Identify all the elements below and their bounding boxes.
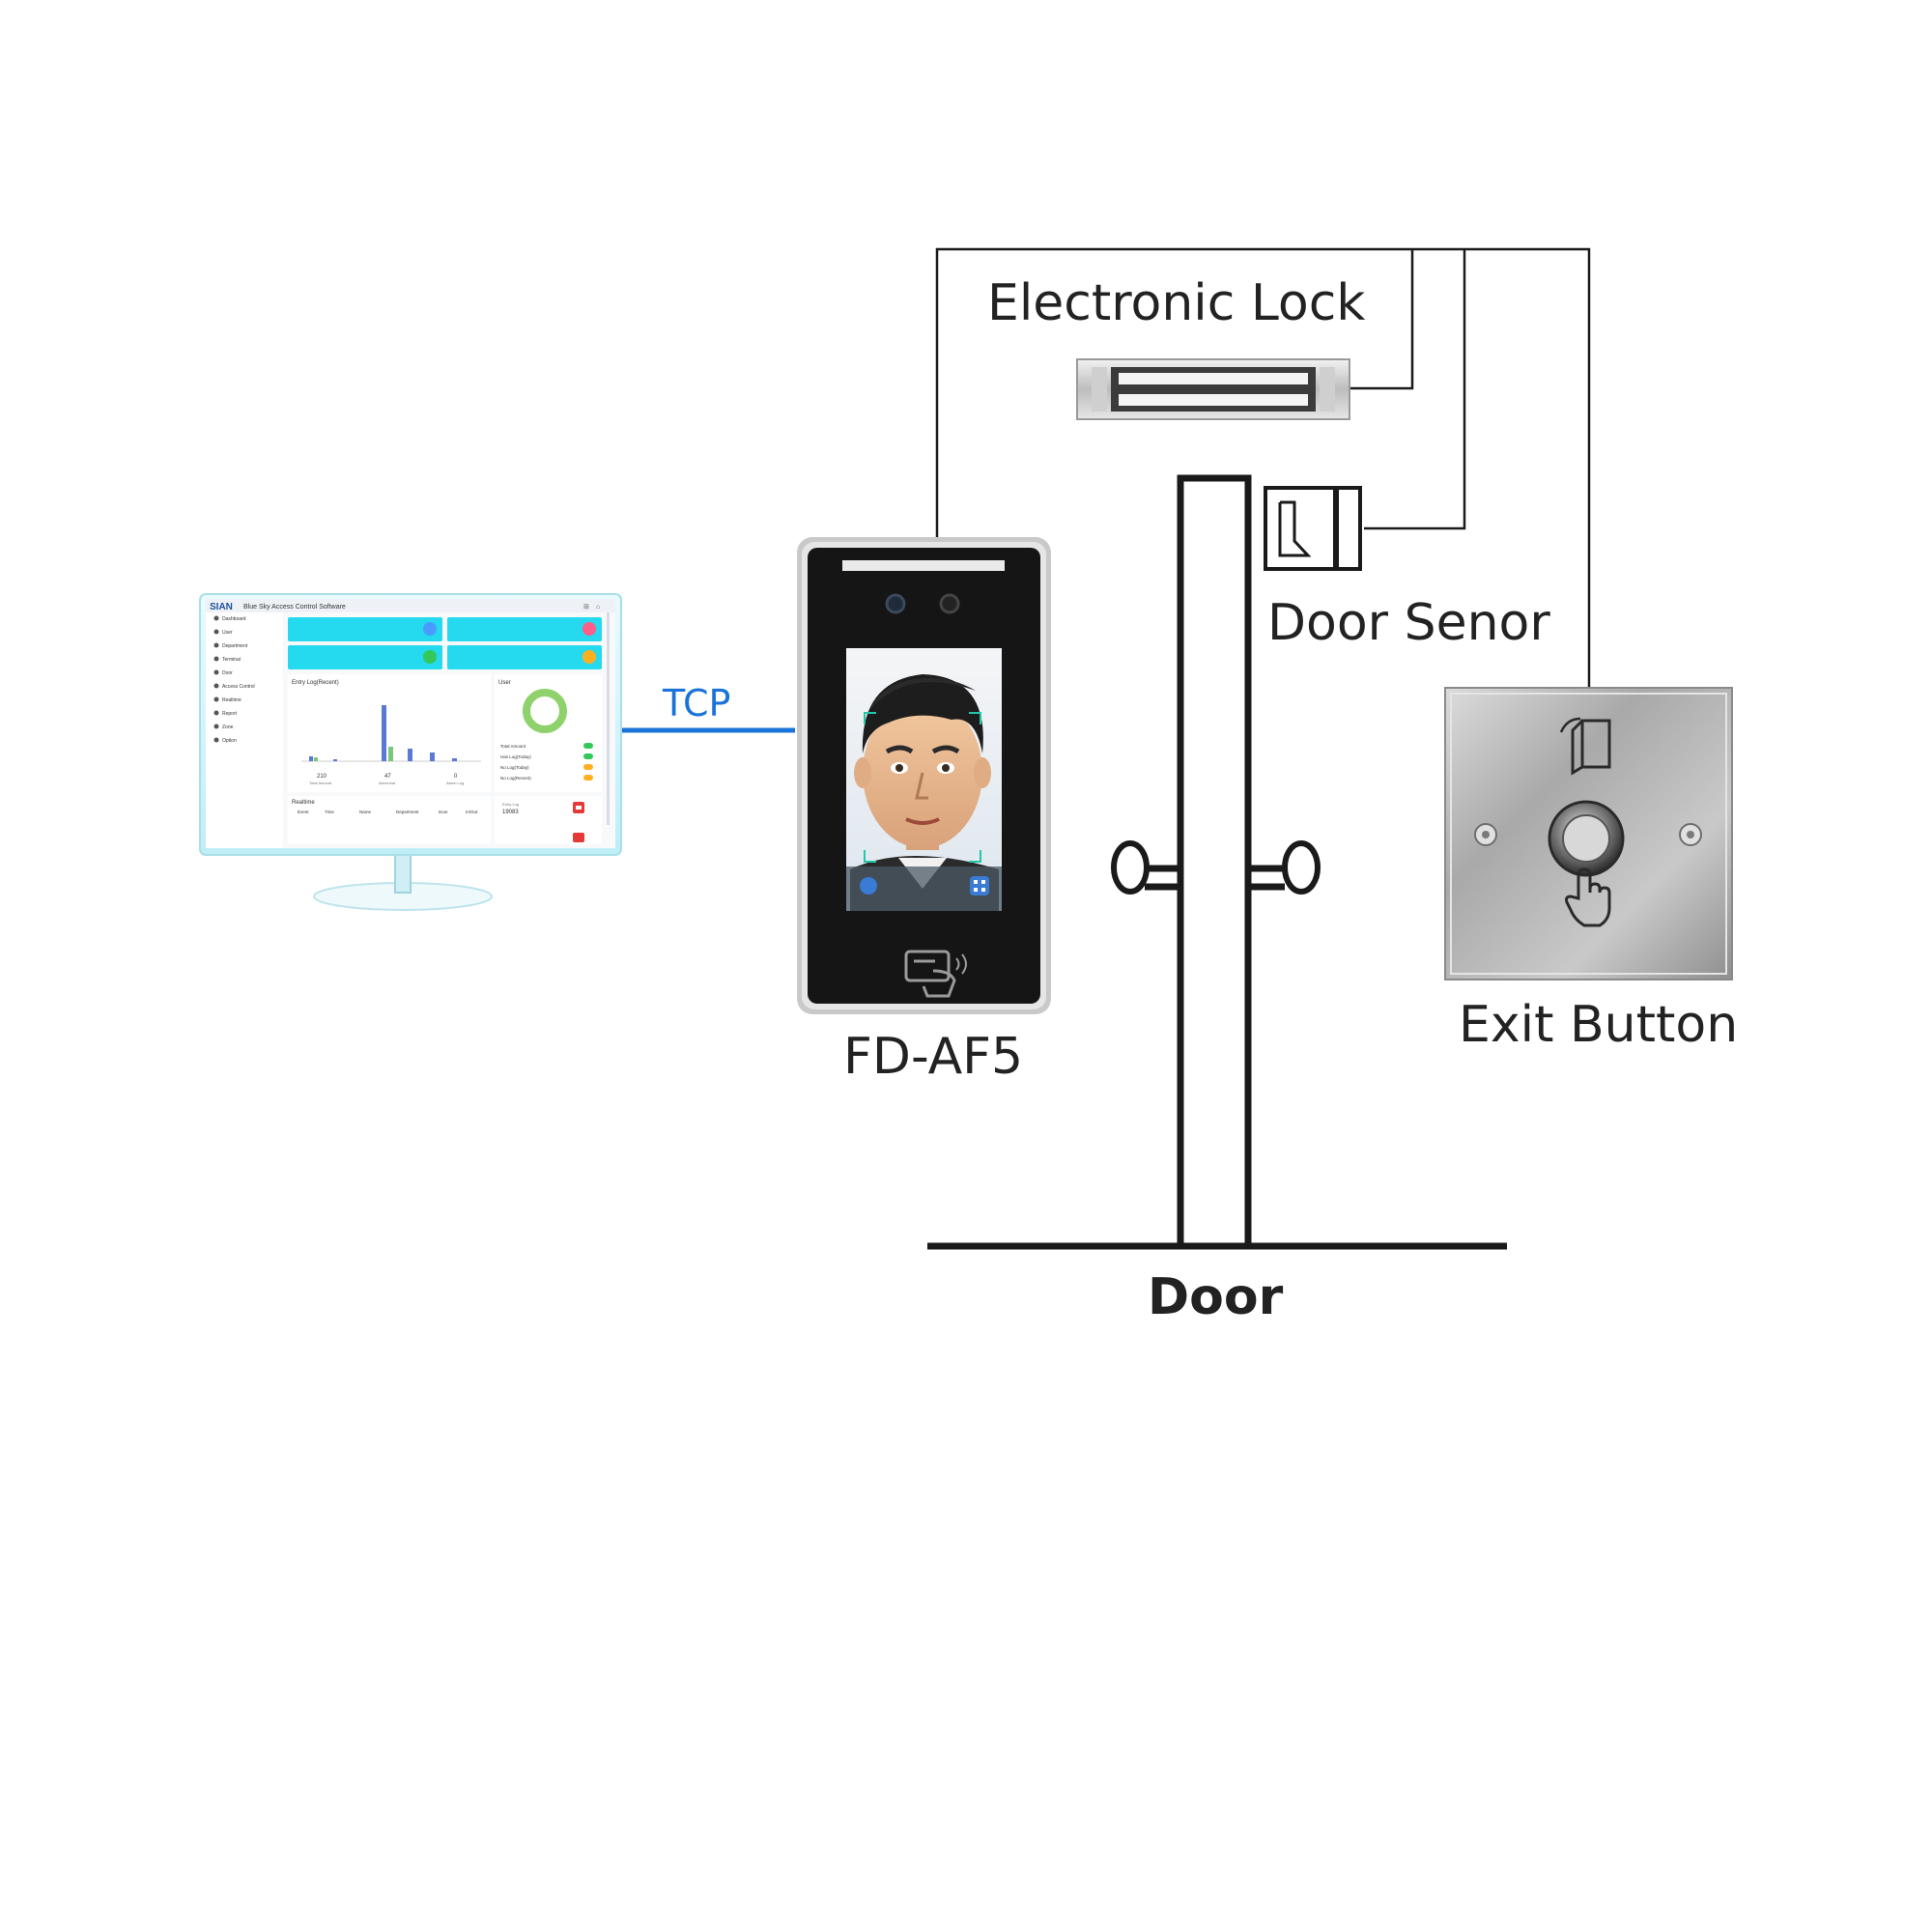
exit-button-label: Exit Button <box>1459 996 1738 1054</box>
entry-log-value: 19083 <box>502 810 519 815</box>
menu-item-icon <box>213 629 219 635</box>
realtime-column-header: Department <box>396 810 419 814</box>
user-stat-badge <box>583 764 593 770</box>
svg-text:Abnormal: Abnormal <box>379 781 395 785</box>
door-sensor <box>1264 486 1362 571</box>
user-donut <box>523 689 567 733</box>
svg-text:0: 0 <box>454 774 458 780</box>
menu-item-icon <box>213 669 219 675</box>
card-reader-icon <box>904 950 967 998</box>
realtime-title: Realtime <box>292 800 315 806</box>
user-stat-row: No Log(Recent) <box>500 776 531 781</box>
tcp-label: TCP <box>662 682 730 724</box>
menu-item-icon <box>213 724 219 729</box>
menu-item-icon <box>213 642 219 648</box>
menu-item-report[interactable]: Report <box>222 711 238 717</box>
menu-item-door[interactable]: Door <box>222 670 233 676</box>
user-panel-title: User <box>498 680 511 686</box>
menu-item-icon <box>213 737 219 743</box>
door-handle-left <box>1111 840 1150 895</box>
software-title: Blue Sky Access Control Software <box>243 604 346 611</box>
face-detect-frame <box>864 712 981 863</box>
svg-text:⊞: ⊞ <box>583 604 589 611</box>
bell-icon <box>860 877 877 895</box>
svg-text:Alarm Log: Alarm Log <box>446 781 464 785</box>
user-stat-row: Has Log(Today) <box>500 754 531 759</box>
menu-item-realtime[interactable]: Realtime <box>222 697 242 703</box>
door <box>927 474 1507 1250</box>
svg-text:210: 210 <box>317 774 327 780</box>
electronic-lock-label: Electronic Lock <box>987 274 1365 332</box>
user-stat-row: Total Amount <box>500 744 526 749</box>
realtime-columns: Event Time Name Department Door In/Out <box>298 810 478 814</box>
menu-item-user[interactable]: User <box>222 630 233 636</box>
menu-item-option[interactable]: Option <box>222 738 237 744</box>
svg-text:Total Amount: Total Amount <box>309 781 332 785</box>
menu-item-icon <box>213 683 219 689</box>
entry-log-stats: 210 Total Amount 47 Abnormal 0 Alarm Log <box>309 774 464 785</box>
menu-item-icon <box>213 696 219 702</box>
wires <box>935 247 1591 688</box>
realtime-column-header: Name <box>359 810 372 814</box>
realtime-column-header: Time <box>325 810 334 814</box>
realtime-column-header: Door <box>439 810 448 814</box>
hand-press-icon <box>1565 867 1611 927</box>
user-stat-badge <box>583 775 593 781</box>
user-stat-row: No Log(Today) <box>500 765 529 770</box>
menu-item-icon <box>213 615 219 621</box>
menu-item-terminal[interactable]: Terminal <box>222 657 241 663</box>
entry-log-bars <box>301 705 481 762</box>
menu-item-icon <box>213 710 219 716</box>
wire-device-to-top <box>935 247 1591 688</box>
menu-item-department[interactable]: Department <box>222 643 248 649</box>
chart-title: Entry Log(Recent) <box>292 680 339 686</box>
menu-item-icon <box>213 656 219 662</box>
menu-item-dashboard[interactable]: Dashboard <box>222 616 246 622</box>
door-handle-right <box>1282 840 1321 895</box>
computer-monitor: SIAN Blue Sky Access Control Software ⊞ … <box>199 593 622 911</box>
door-sensor-label: Door Senor <box>1267 594 1550 652</box>
realtime-column-header: Event <box>298 810 309 814</box>
realtime-column-header: In/Out <box>466 810 478 814</box>
wire-door-sensor <box>1364 249 1466 530</box>
menu-item-zone[interactable]: Zone <box>222 724 234 730</box>
electronic-lock <box>1076 358 1350 420</box>
svg-text:⌂: ⌂ <box>596 604 600 611</box>
wire-lock <box>1348 249 1414 390</box>
user-stat-badge <box>583 743 593 749</box>
menu-item-access-control[interactable]: Access Control <box>222 684 255 690</box>
device-label: FD-AF5 <box>843 1028 1023 1086</box>
user-stat-badge <box>583 753 593 759</box>
entry-log-label: Entry Log <box>502 802 519 807</box>
fd-af5-device <box>797 537 1051 1014</box>
door-label: Door <box>1148 1268 1284 1326</box>
camera-icon <box>885 593 906 614</box>
exit-button <box>1444 687 1733 980</box>
sidebar-menu: DashboardUserDepartmentTerminalDoorAcces… <box>213 615 255 744</box>
software-logo: SIAN <box>210 602 233 612</box>
svg-text:47: 47 <box>384 774 391 780</box>
door-open-icon <box>1559 717 1611 776</box>
